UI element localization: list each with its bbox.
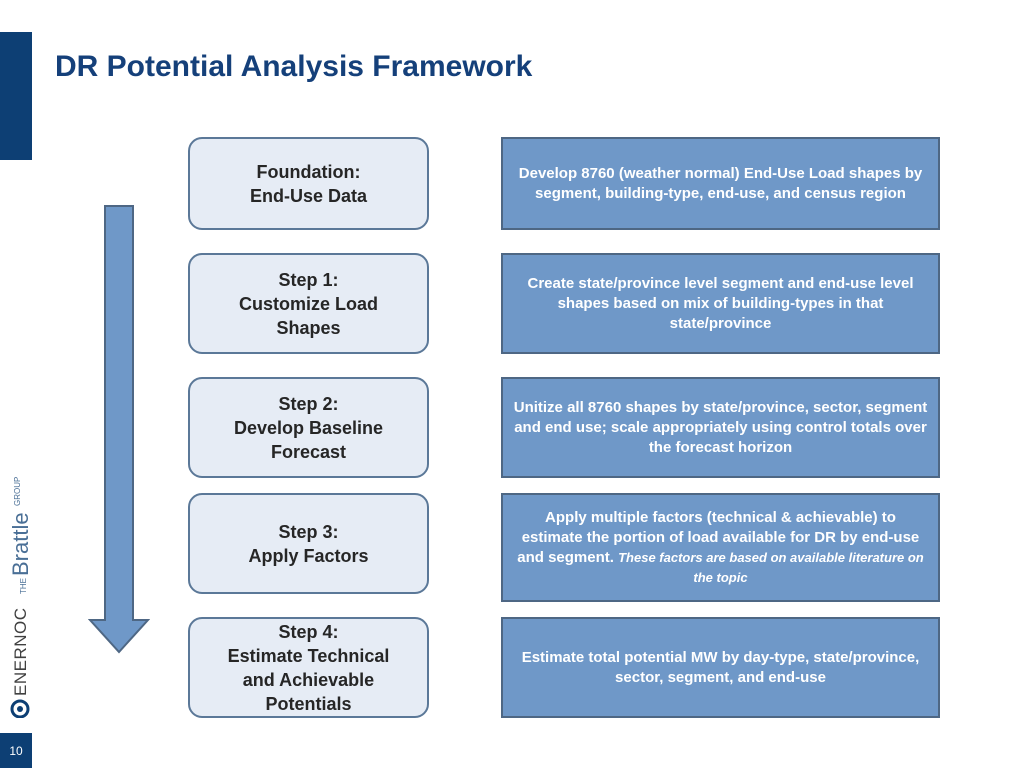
brattle-the: THE: [19, 578, 28, 594]
step-label: Potentials: [265, 693, 352, 714]
header-accent-bar: [0, 32, 32, 160]
step-label: Estimate Technical: [227, 645, 390, 666]
desc-foundation-box: Develop 8760 (weather normal) End-Use Lo…: [501, 137, 940, 230]
step-heading: Step 3:: [278, 521, 339, 542]
desc-step-3-box: Apply multiple factors (technical & achi…: [501, 493, 940, 602]
enernoc-wordmark: ENERNOC: [11, 607, 30, 696]
step-heading: Foundation:: [256, 161, 361, 182]
step-label: Forecast: [270, 441, 347, 462]
step-4-box: Step 4: Estimate Technical and Achievabl…: [188, 617, 429, 718]
page-title: DR Potential Analysis Framework: [55, 50, 533, 83]
brattle-group: GROUP: [13, 477, 22, 506]
desc-text: Develop 8760 (weather normal) End-Use Lo…: [518, 164, 923, 202]
desc-step-4-box: Estimate total potential MW by day-type,…: [501, 617, 940, 718]
desc-text: Unitize all 8760 shapes by state/provinc…: [513, 398, 928, 456]
desc-text: Apply multiple factors (technical & achi…: [517, 508, 920, 566]
desc-step-1-box: Create state/province level segment and …: [501, 253, 940, 354]
brattle-wordmark: Brattle: [8, 512, 32, 576]
process-flow-arrow: [88, 205, 150, 654]
step-3-box: Step 3: Apply Factors: [188, 493, 429, 594]
step-foundation-box: Foundation: End-Use Data: [188, 137, 429, 230]
page-number: 10: [0, 733, 32, 768]
step-1-box: Step 1: Customize Load Shapes: [188, 253, 429, 354]
enernoc-logo-icon: [10, 699, 30, 718]
desc-step-2-box: Unitize all 8760 shapes by state/provinc…: [501, 377, 940, 478]
step-label: and Achievable: [242, 669, 375, 690]
step-label: Customize Load: [238, 293, 378, 314]
step-2-box: Step 2: Develop Baseline Forecast: [188, 377, 429, 478]
desc-text: Estimate total potential MW by day-type,…: [521, 648, 920, 686]
step-label: End-Use Data: [249, 185, 368, 206]
brand-logos: ENERNOC THE Brattle GROUP: [8, 477, 32, 718]
step-heading: Step 1:: [278, 269, 339, 290]
desc-note: These factors are based on available lit…: [618, 549, 924, 585]
step-label: Apply Factors: [248, 545, 369, 566]
desc-text: Create state/province level segment and …: [527, 274, 914, 332]
step-label: Develop Baseline: [233, 417, 384, 438]
step-label: Shapes: [276, 317, 341, 338]
step-heading: Step 4:: [278, 621, 339, 642]
step-heading: Step 2:: [278, 393, 339, 414]
